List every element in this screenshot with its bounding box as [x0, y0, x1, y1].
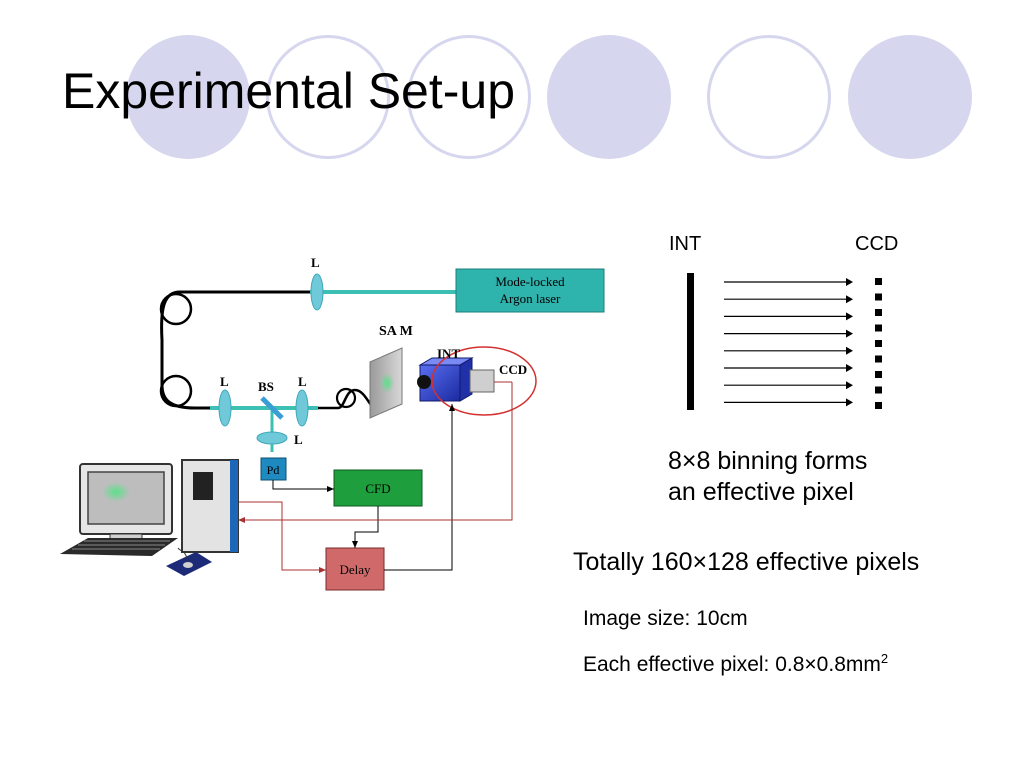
signal-wiring	[238, 381, 513, 573]
highlight-ring	[431, 346, 537, 416]
ccd-label: CCD	[499, 362, 527, 377]
int-label: INT	[437, 346, 460, 361]
binning-arrowhead	[846, 312, 853, 321]
laser-label-line2: Argon laser	[500, 291, 561, 306]
ccd-pixel	[875, 340, 882, 347]
photodiode-label: Pd	[267, 463, 280, 477]
ccd-pixel	[875, 386, 882, 394]
ccd-pixel	[875, 278, 882, 285]
laser-label-line1: Mode-locked	[495, 274, 565, 289]
lens-icon	[310, 273, 324, 311]
ccd-pixel	[875, 293, 882, 301]
beam-splitter-label: BS	[258, 379, 274, 394]
lens-label: L	[298, 374, 307, 389]
ccd-pixel	[875, 309, 882, 316]
decor-circle-5	[707, 35, 831, 159]
image-size-note: Image size: 10cm	[583, 607, 748, 630]
delay-label: Delay	[339, 562, 371, 577]
binning-int-label: INT	[669, 233, 701, 255]
ccd-pixel	[875, 371, 882, 378]
cfd-module: CFD	[333, 469, 423, 507]
fiber-coil-sample-icon	[335, 387, 357, 409]
photodiode: Pd	[260, 457, 287, 481]
sample-plate	[369, 347, 403, 419]
binning-note-line1: 8×8 binning forms	[668, 447, 868, 475]
decor-circle-6	[848, 35, 972, 159]
binning-arrowhead	[846, 329, 853, 338]
decor-circle-3	[407, 35, 531, 159]
ccd-pixel	[875, 355, 882, 363]
slide-title: Experimental Set-up	[62, 63, 516, 119]
ccd-pixel	[875, 324, 882, 332]
binning-arrowhead	[846, 381, 853, 390]
beam-splitter-icon	[260, 396, 284, 420]
lens-icon	[295, 389, 309, 427]
argon-laser: Mode-locked Argon laser	[455, 268, 605, 313]
decor-circle-4	[547, 35, 671, 159]
lens-label: L	[220, 374, 229, 389]
decor-circle-2	[266, 35, 390, 159]
binning-note: 8×8 binning forms an effective pixel	[668, 446, 867, 508]
pixel-size-note: Each effective pixel: 0.8×0.8mm2	[583, 651, 889, 677]
binning-arrowhead	[846, 278, 853, 286]
binning-ccd-label: CCD	[855, 233, 898, 255]
pixel-size-exponent: 2	[880, 651, 889, 666]
fiber-coil-top-icon	[159, 292, 193, 326]
lens-label: L	[294, 432, 303, 447]
binning-arrowhead	[846, 364, 853, 372]
intensifier-bar	[687, 273, 694, 410]
binning-arrowhead	[846, 346, 853, 355]
binning-arrows	[724, 278, 853, 407]
sample-label: SA M	[379, 324, 413, 339]
fiber-coil-bottom-icon	[159, 374, 193, 408]
binning-arrowhead	[846, 295, 853, 304]
pixel-size-text: Each effective pixel: 0.8×0.8mm	[583, 653, 881, 676]
ccd-pixel	[875, 402, 882, 409]
lens-icon	[218, 389, 232, 427]
lens-icon	[256, 431, 288, 445]
binning-diagram: INT CCD	[669, 233, 898, 410]
total-pixels-note: Totally 160×128 effective pixels	[573, 548, 920, 576]
binning-arrowhead	[846, 398, 853, 407]
computer-icon	[60, 459, 239, 576]
cfd-label: CFD	[365, 481, 390, 496]
ccd-pixel-column	[875, 278, 882, 409]
delay-module: Delay	[325, 547, 385, 591]
binning-note-line2: an effective pixel	[668, 478, 854, 506]
int-ccd-camera: INT CCD	[417, 346, 537, 416]
lens-label: L	[311, 255, 320, 270]
decor-circle-1	[126, 35, 250, 159]
